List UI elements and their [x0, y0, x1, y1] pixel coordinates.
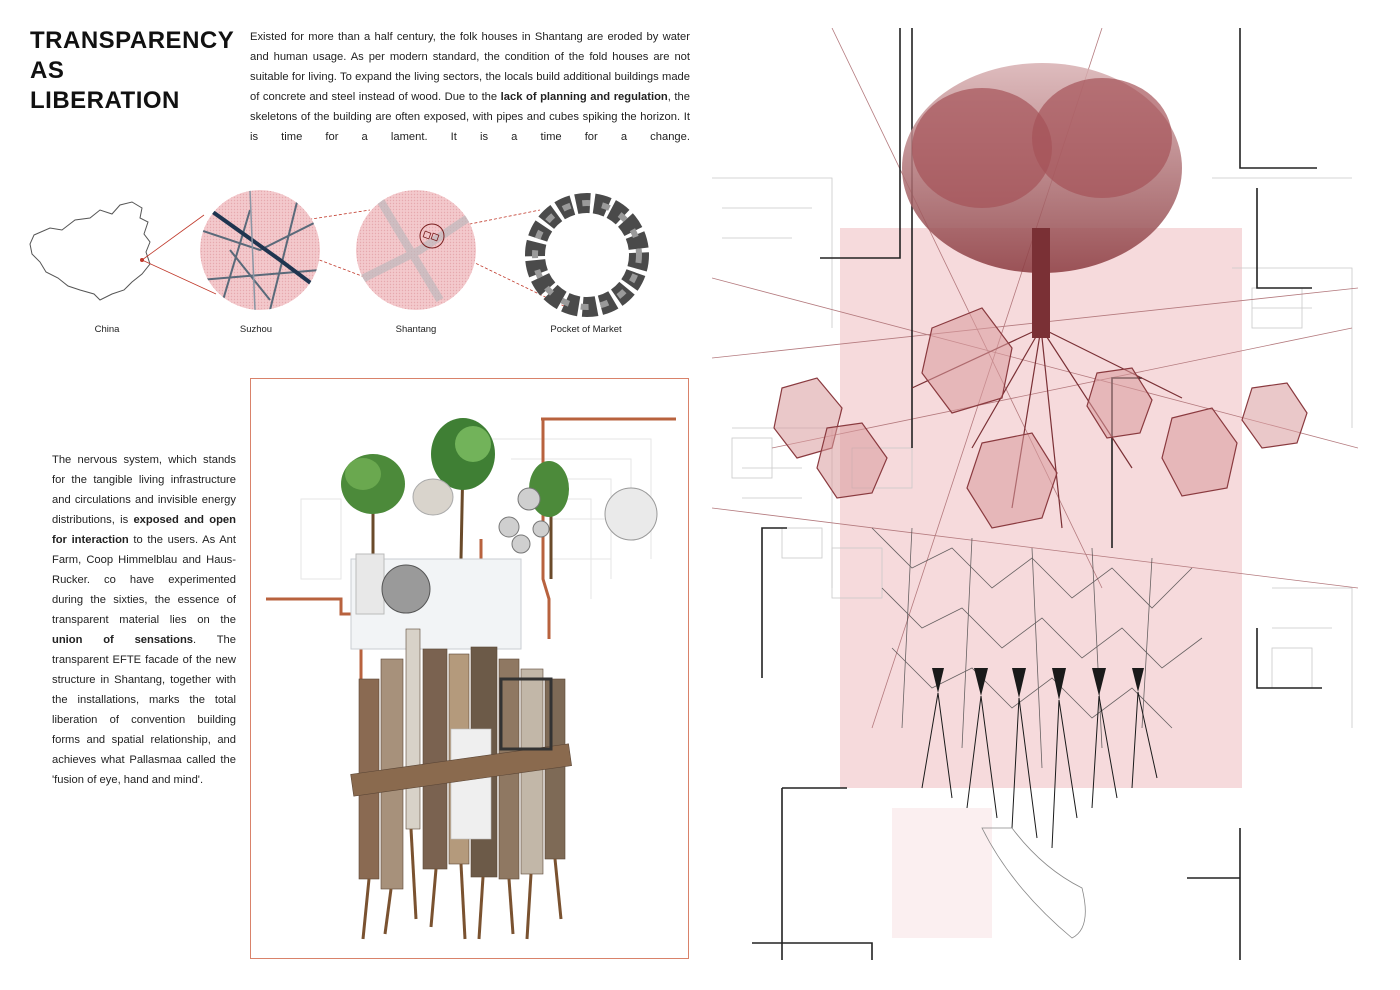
shantang-map-icon — [356, 190, 476, 310]
title-line-3: LIBERATION — [30, 87, 180, 114]
body-paragraph: The nervous system, which stands for the… — [52, 450, 236, 790]
body-text-3: . The transparent EFTE facade of the new… — [52, 634, 237, 786]
caption-pocket-of-market: Pocket of Market — [550, 324, 622, 335]
tree-group — [341, 418, 569, 579]
title-line-2: AS — [30, 57, 65, 84]
tree-canopy — [902, 63, 1182, 338]
body-text-1: The nervous system, which stands for the… — [52, 454, 236, 526]
neuron-cluster — [932, 668, 1144, 700]
suzhou-map-icon — [200, 190, 320, 310]
pocket-of-market-ring-icon — [525, 193, 649, 317]
installation-collage-image — [266, 417, 676, 940]
body-bold-1: exposed and open for interaction — [52, 514, 236, 546]
caption-suzhou: Suzhou — [239, 324, 273, 335]
location-map-strip — [29, 190, 649, 317]
page-title: TRANSPARENCY AS LIBERATION — [30, 26, 245, 116]
caption-shantang: Shantang — [395, 324, 437, 335]
intro-text-1: Existed for more than a half century, th… — [250, 31, 690, 103]
caption-china: China — [94, 324, 120, 335]
body-bold-2: union of sensations — [52, 634, 194, 646]
intro-text-2: , the skeletons of the building are ofte… — [250, 91, 690, 143]
intro-bold-1: lack of planning and regulation — [500, 91, 668, 103]
intro-paragraph: Existed for more than a half century, th… — [250, 27, 690, 147]
collage-frame — [250, 378, 689, 959]
tree-root-neuron-poster-image — [712, 28, 1358, 960]
title-line-1: TRANSPARENCY — [30, 27, 235, 54]
china-map-icon — [29, 201, 151, 301]
body-text-2: to the users. As Ant Farm, Coop Himmelbl… — [52, 534, 236, 626]
